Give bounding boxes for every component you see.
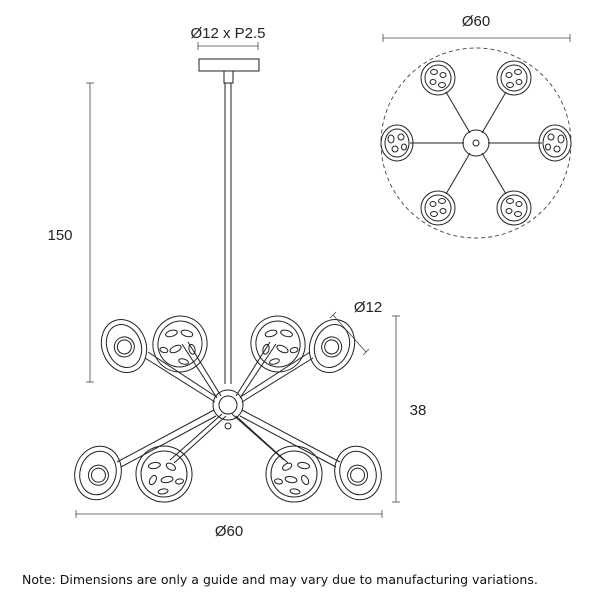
top-view: Ø60 xyxy=(380,13,572,239)
top-view-hub xyxy=(462,129,490,157)
drop-height-label: 150 xyxy=(47,227,72,244)
canopy-dimension-label: Ø12 x P2.5 xyxy=(190,25,265,42)
top-shade-lower-right xyxy=(496,190,532,226)
arms xyxy=(116,341,341,468)
top-shade-upper-right xyxy=(496,60,532,96)
shade-top-right xyxy=(308,319,356,373)
top-shade-left xyxy=(380,124,414,162)
shade-bottom-center-left xyxy=(135,445,193,503)
shade-top-center-left xyxy=(152,315,208,373)
top-shade-upper-left xyxy=(420,60,456,96)
shade-diameter-label: Ø12 xyxy=(354,299,382,316)
dimensions-note: Note: Dimensions are only a guide and ma… xyxy=(22,572,538,587)
body-height-dimension: 38 xyxy=(392,315,427,503)
shade-bottom-right xyxy=(334,445,382,501)
canopy-dimension: Ø12 x P2.5 xyxy=(190,25,266,50)
top-shade-right xyxy=(538,124,572,162)
hub xyxy=(212,389,244,430)
front-width-dimension: Ø60 xyxy=(75,510,383,540)
shade-top-center-right xyxy=(250,315,306,373)
front-width-label: Ø60 xyxy=(215,523,243,540)
shade-bottom-left xyxy=(74,445,122,501)
body-height-label: 38 xyxy=(410,402,427,419)
shade-bottom-center-right xyxy=(265,445,323,503)
drop-rod xyxy=(224,83,232,384)
top-view-arms xyxy=(410,91,542,195)
top-width-label: Ø60 xyxy=(462,13,490,30)
shade-top-left xyxy=(100,319,148,373)
canopy xyxy=(198,58,260,84)
height-dimension: 150 xyxy=(47,82,94,383)
shade-diameter-dimension: Ø12 xyxy=(329,299,382,356)
top-shade-lower-left xyxy=(420,190,456,226)
